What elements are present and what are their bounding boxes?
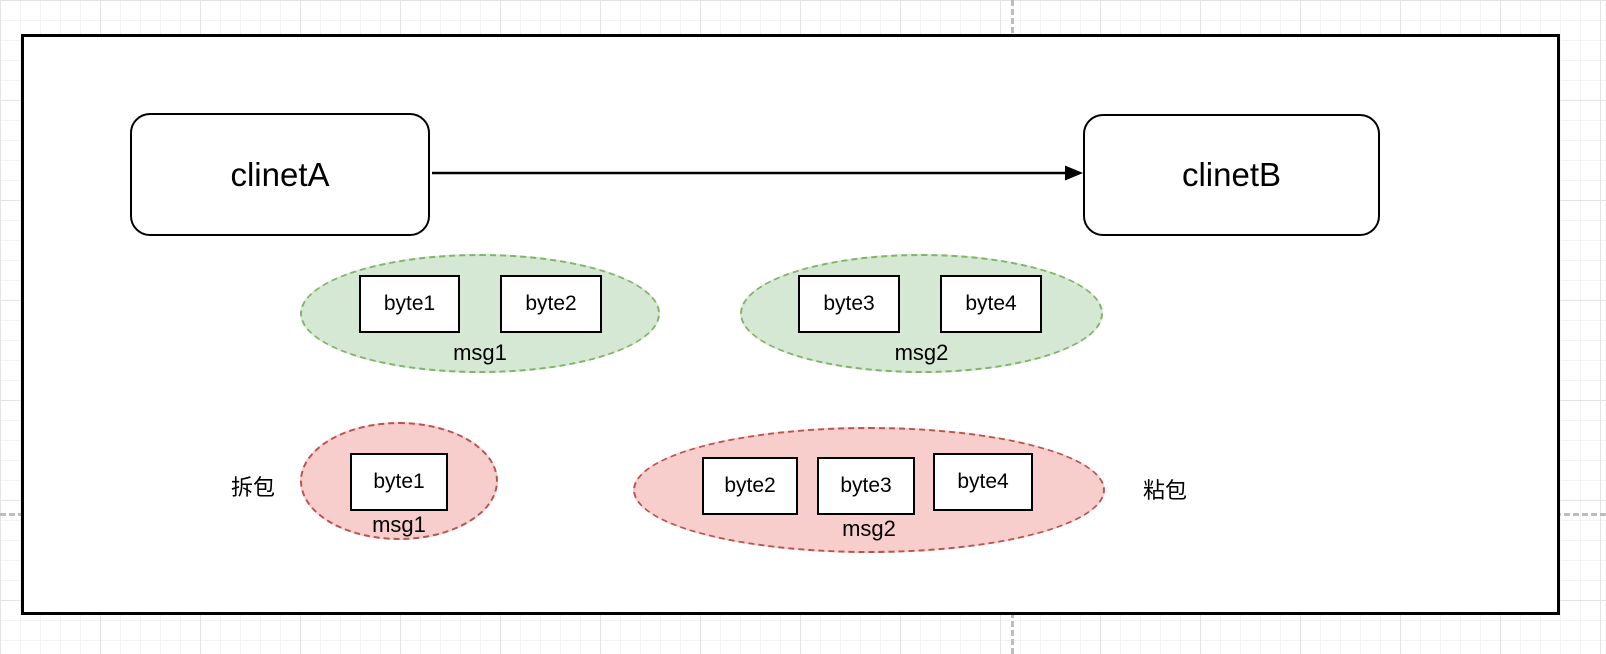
sent-message-1-group: byte1 byte2 msg1 bbox=[300, 254, 660, 373]
client-a-node[interactable]: clinetA bbox=[130, 113, 430, 236]
byte-label: byte3 bbox=[823, 292, 875, 315]
message-label: msg2 bbox=[842, 516, 896, 541]
client-a-label: clinetA bbox=[230, 155, 330, 193]
received-message-1-group: byte1 msg1 bbox=[300, 422, 498, 540]
sticky-packet-annotation[interactable]: 粘包 bbox=[1143, 478, 1188, 503]
message-label: msg1 bbox=[372, 512, 426, 537]
sent-message-2-group: byte3 byte4 msg2 bbox=[740, 254, 1103, 373]
client-b-label: clinetB bbox=[1181, 156, 1282, 193]
byte-label: byte2 bbox=[525, 292, 577, 315]
byte-box[interactable]: byte4 bbox=[940, 275, 1042, 333]
message-label: msg2 bbox=[894, 340, 949, 365]
received-message-2-group: byte2 byte3 byte4 msg2 bbox=[633, 427, 1105, 553]
byte-box[interactable]: byte4 bbox=[933, 453, 1033, 511]
arrow-head-icon bbox=[1065, 165, 1083, 181]
unpack-annotation[interactable]: 拆包 bbox=[231, 475, 276, 500]
byte-label: byte2 bbox=[724, 474, 776, 497]
message-label: msg1 bbox=[453, 340, 507, 365]
sent-message-2-ellipse[interactable] bbox=[740, 254, 1103, 373]
byte-box[interactable]: byte1 bbox=[350, 453, 448, 511]
byte-label: byte1 bbox=[373, 470, 425, 493]
byte-box[interactable]: byte3 bbox=[817, 457, 915, 515]
byte-label: byte3 bbox=[840, 474, 892, 497]
arrow-connector[interactable] bbox=[430, 160, 1085, 186]
byte-box[interactable]: byte1 bbox=[359, 275, 460, 333]
byte-box[interactable]: byte2 bbox=[500, 275, 602, 333]
byte-label: byte4 bbox=[965, 292, 1017, 315]
byte-label: byte4 bbox=[957, 470, 1009, 493]
byte-label: byte1 bbox=[383, 292, 436, 315]
byte-box[interactable]: byte2 bbox=[702, 457, 798, 515]
client-b-node[interactable]: clinetB bbox=[1083, 114, 1380, 236]
byte-box[interactable]: byte3 bbox=[798, 275, 900, 333]
